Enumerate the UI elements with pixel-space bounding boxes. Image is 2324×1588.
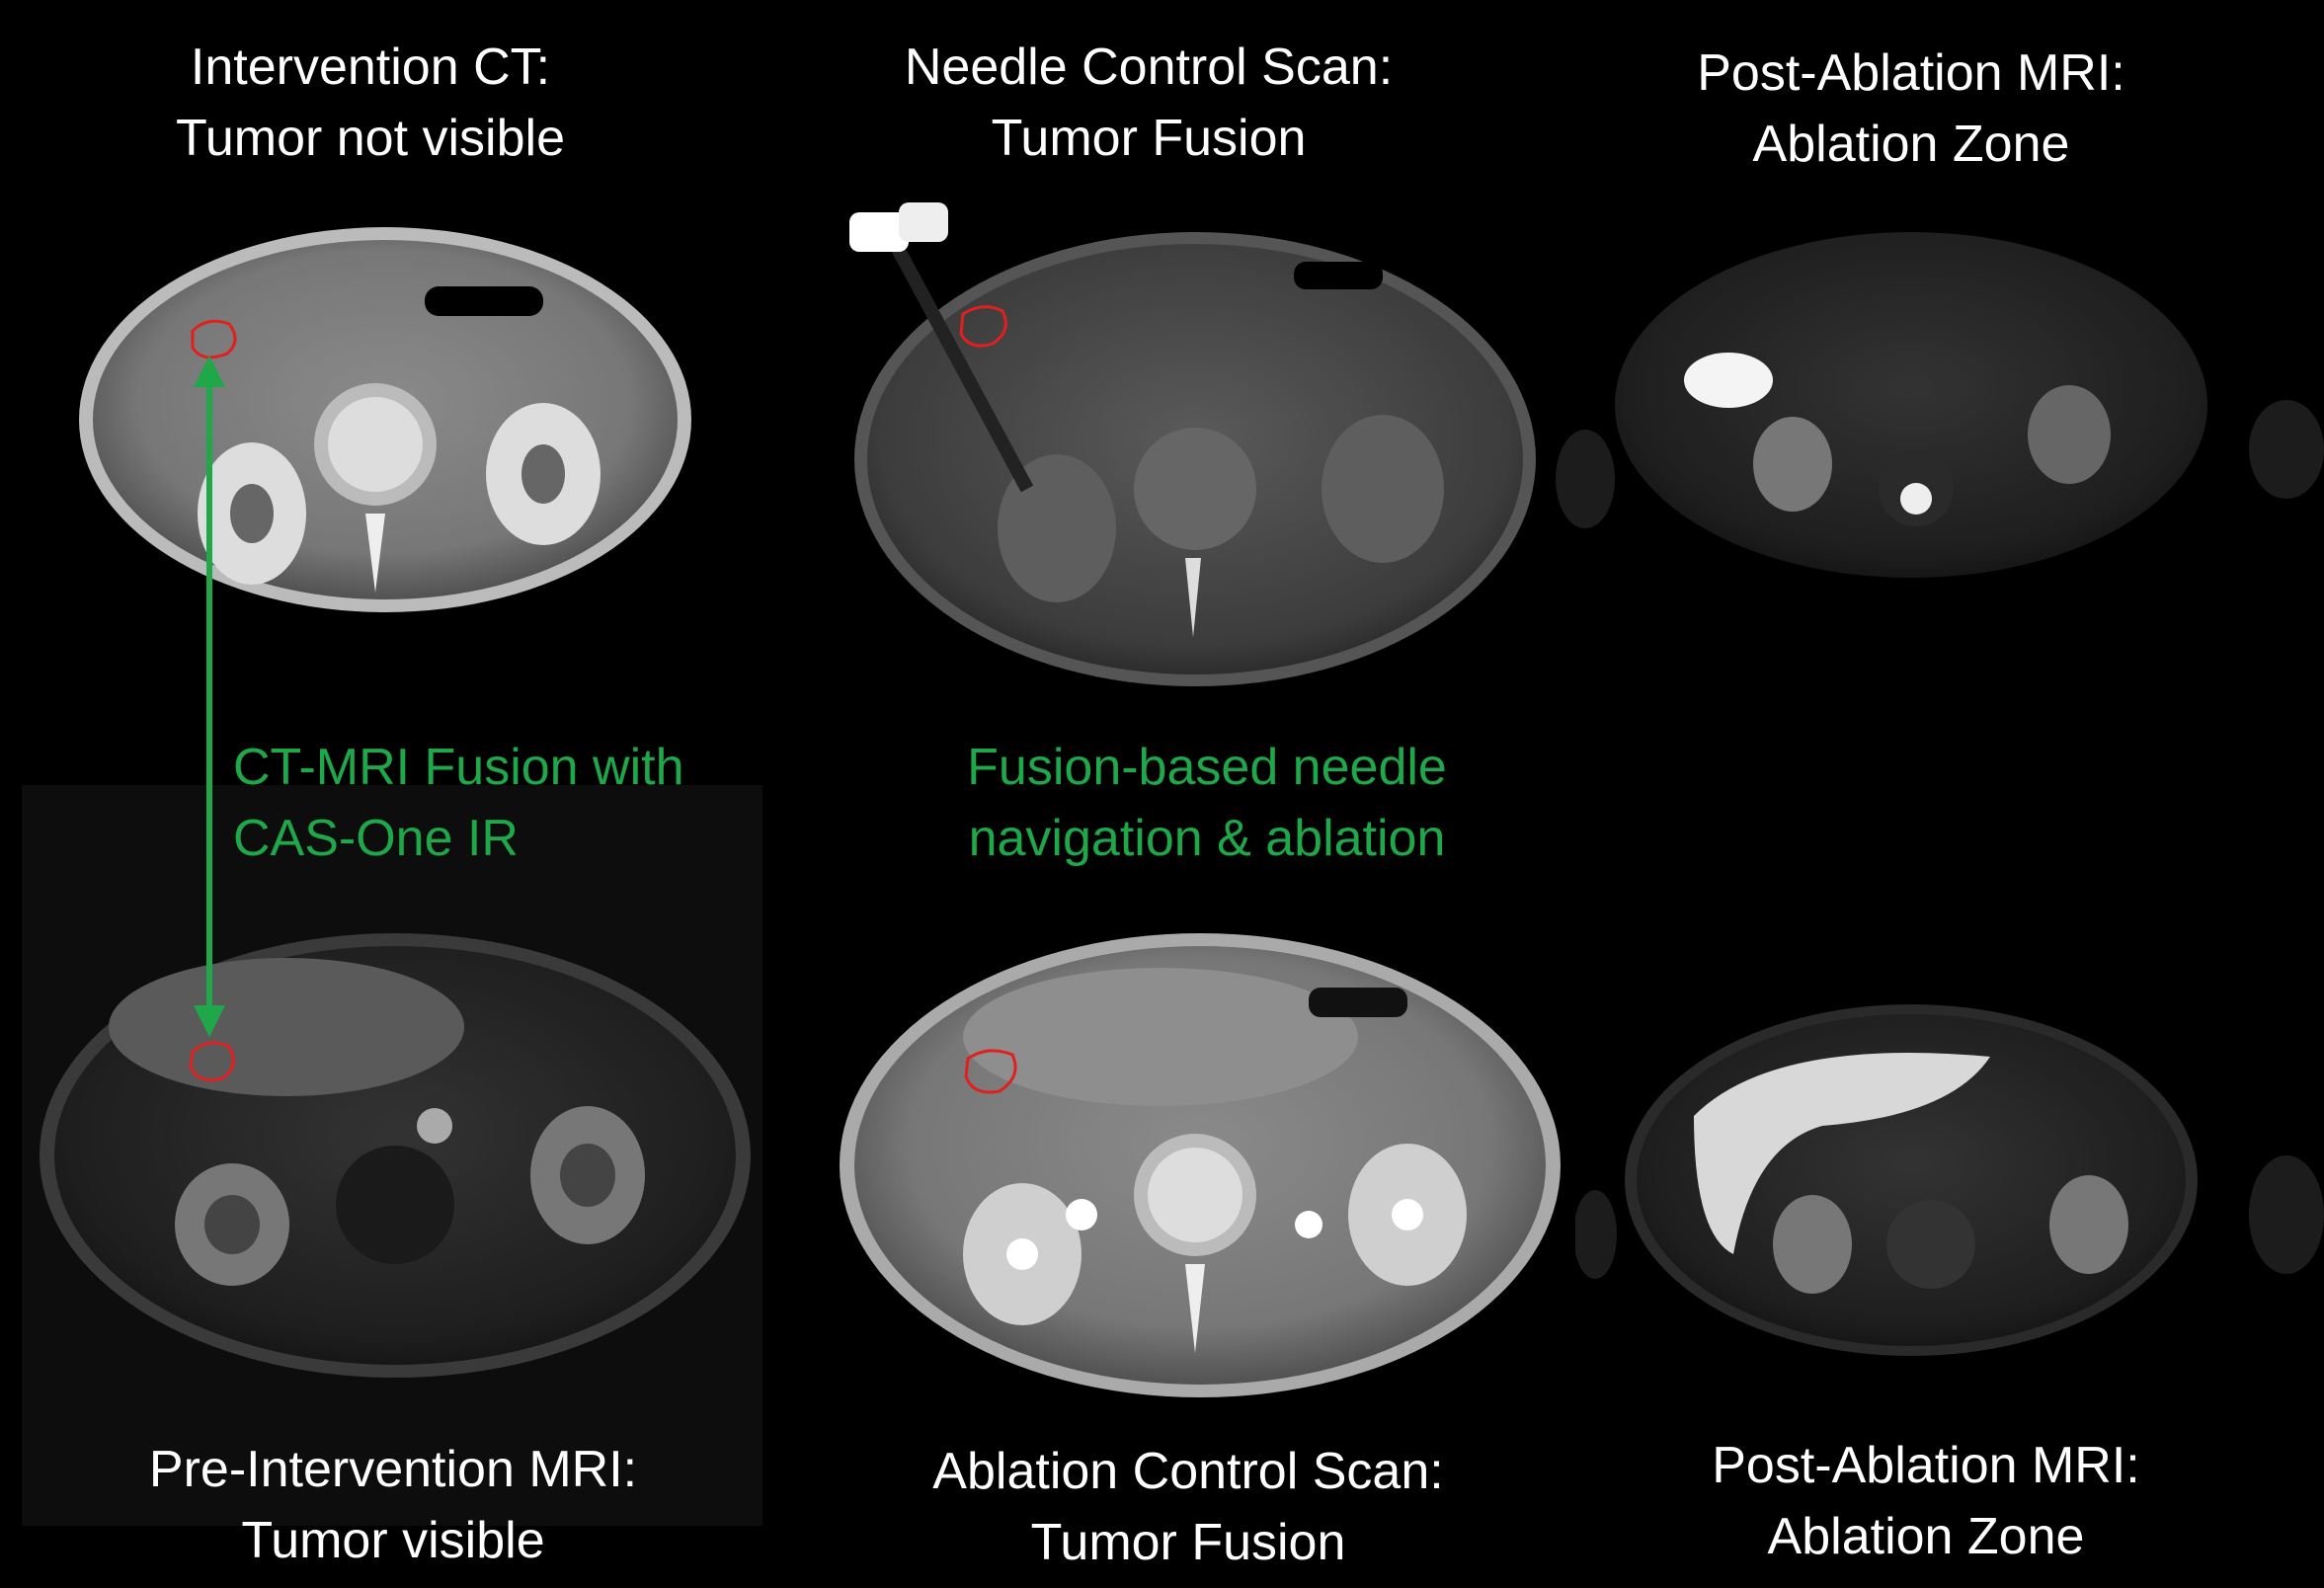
tumor-contour-ct	[191, 319, 237, 359]
title-line: Ablation Control Scan:	[932, 1443, 1444, 1500]
title-line: Post-Ablation MRI:	[1697, 44, 2125, 102]
title-line: Tumor visible	[241, 1512, 545, 1569]
needle-control-scan-image	[849, 202, 1536, 686]
tumor-contour-ablation-scan	[964, 1049, 1017, 1094]
annotation-line: navigation & ablation	[968, 810, 1446, 867]
bottom-right-title: Post-Ablation MRI: Ablation Zone	[1712, 1430, 2140, 1572]
top-middle-title: Needle Control Scan: Tumor Fusion	[905, 32, 1393, 174]
fusion-arrow-icon	[194, 356, 225, 1037]
bottom-left-title: Pre-Intervention MRI: Tumor visible	[149, 1434, 637, 1576]
bottom-middle-title: Ablation Control Scan: Tumor Fusion	[932, 1436, 1443, 1578]
title-line: Tumor Fusion	[1030, 1514, 1346, 1571]
annotation-line: CT-MRI Fusion with	[233, 739, 684, 796]
fusion-annotation: CT-MRI Fusion with CAS-One IR	[233, 732, 684, 874]
navigation-annotation: Fusion-based needle navigation & ablatio…	[967, 732, 1447, 874]
post-ablation-mri-bottom-image	[1575, 1004, 2324, 1356]
ablation-control-scan-image	[840, 933, 1561, 1397]
title-line: Ablation Zone	[1752, 116, 2070, 173]
tumor-contour-needle-scan	[959, 305, 1007, 348]
top-right-title: Post-Ablation MRI: Ablation Zone	[1697, 38, 2125, 180]
annotation-line: CAS-One IR	[233, 810, 519, 867]
intervention-ct-image	[79, 227, 691, 612]
title-line: Tumor not visible	[176, 110, 565, 167]
tumor-contour-mri	[189, 1041, 235, 1081]
title-line: Ablation Zone	[1767, 1508, 2085, 1565]
top-left-title: Intervention CT: Tumor not visible	[176, 32, 565, 174]
annotation-line: Fusion-based needle	[967, 739, 1447, 796]
title-line: Tumor Fusion	[991, 110, 1307, 167]
title-line: Pre-Intervention MRI:	[148, 1441, 638, 1498]
title-line: Needle Control Scan:	[904, 39, 1394, 96]
title-line: Intervention CT:	[190, 39, 551, 96]
title-line: Post-Ablation MRI:	[1712, 1437, 2140, 1494]
post-ablation-mri-top-image	[1556, 232, 2324, 578]
